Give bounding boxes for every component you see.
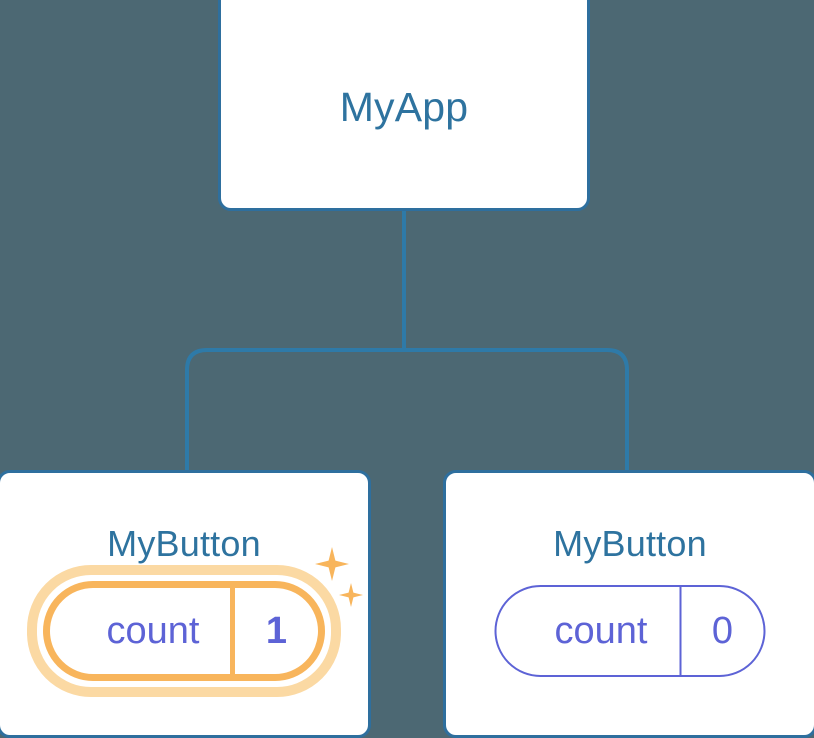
connector-branch-left	[185, 348, 404, 472]
sparkle-small-icon	[339, 583, 363, 607]
node-mybutton-right[interactable]: MyButton count 0	[443, 470, 814, 738]
state-pill-left-value: 1	[230, 588, 318, 674]
node-mybutton-left-label: MyButton	[107, 523, 261, 564]
state-pill-left-key: count	[106, 609, 200, 652]
node-mybutton-left[interactable]: MyButton count 1	[0, 470, 371, 738]
state-pill-right-key: count	[554, 609, 648, 652]
state-pill-right-value: 0	[679, 587, 764, 675]
node-myapp-label: MyApp	[339, 84, 469, 130]
state-pill-left[interactable]: count 1	[43, 581, 325, 681]
connector-branch-right	[404, 348, 629, 472]
state-pill-left-wrapper: count 1	[27, 547, 363, 697]
state-pill-right-wrapper: count 0	[494, 585, 766, 677]
state-pill-right[interactable]: count 0	[494, 585, 766, 677]
node-myapp[interactable]: MyApp	[218, 0, 590, 211]
node-mybutton-right-label: MyButton	[553, 523, 707, 564]
